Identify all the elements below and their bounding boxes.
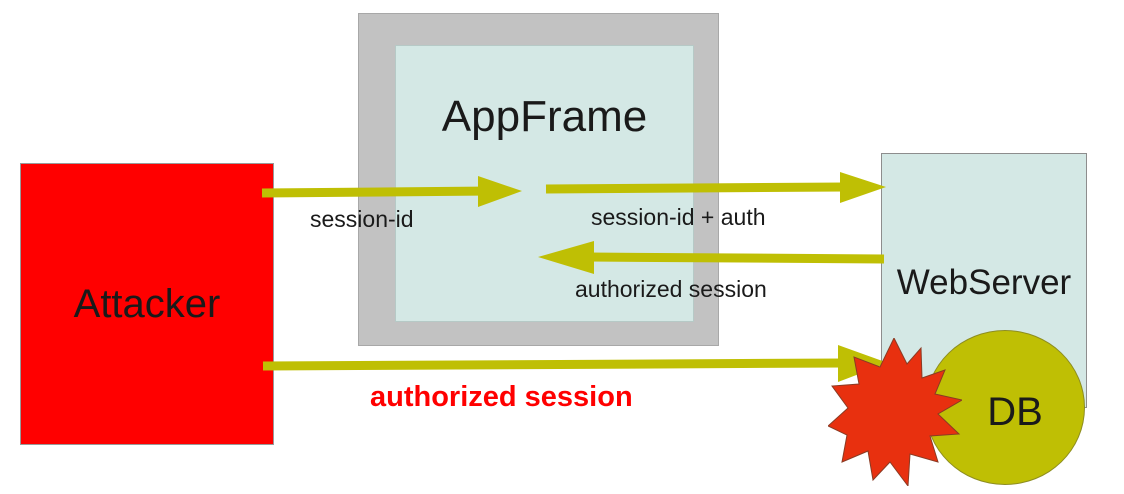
edge-label-authorized-session: authorized session bbox=[575, 276, 767, 302]
attacker-node: Attacker bbox=[20, 163, 274, 445]
edge-label-session-id: session-id bbox=[310, 206, 414, 232]
arrow-appframe-to-webserver bbox=[545, 172, 886, 203]
arrow-webserver-to-appframe bbox=[538, 241, 885, 274]
db-label: DB bbox=[987, 390, 1043, 434]
appframe-inner-panel bbox=[395, 45, 694, 322]
arrow-attacker-to-db bbox=[262, 345, 888, 382]
explosion-starburst-shape bbox=[828, 338, 962, 486]
attacker-label: Attacker bbox=[73, 281, 221, 326]
explosion-icon bbox=[828, 338, 962, 486]
webserver-label: WebServer bbox=[896, 263, 1072, 302]
edge-label-session-id-auth: session-id + auth bbox=[591, 204, 766, 230]
appframe-label: AppFrame bbox=[441, 92, 648, 141]
edge-label-attacker-authorized-session: authorized session bbox=[370, 381, 633, 413]
arrow-attacker-to-appframe bbox=[261, 176, 522, 207]
